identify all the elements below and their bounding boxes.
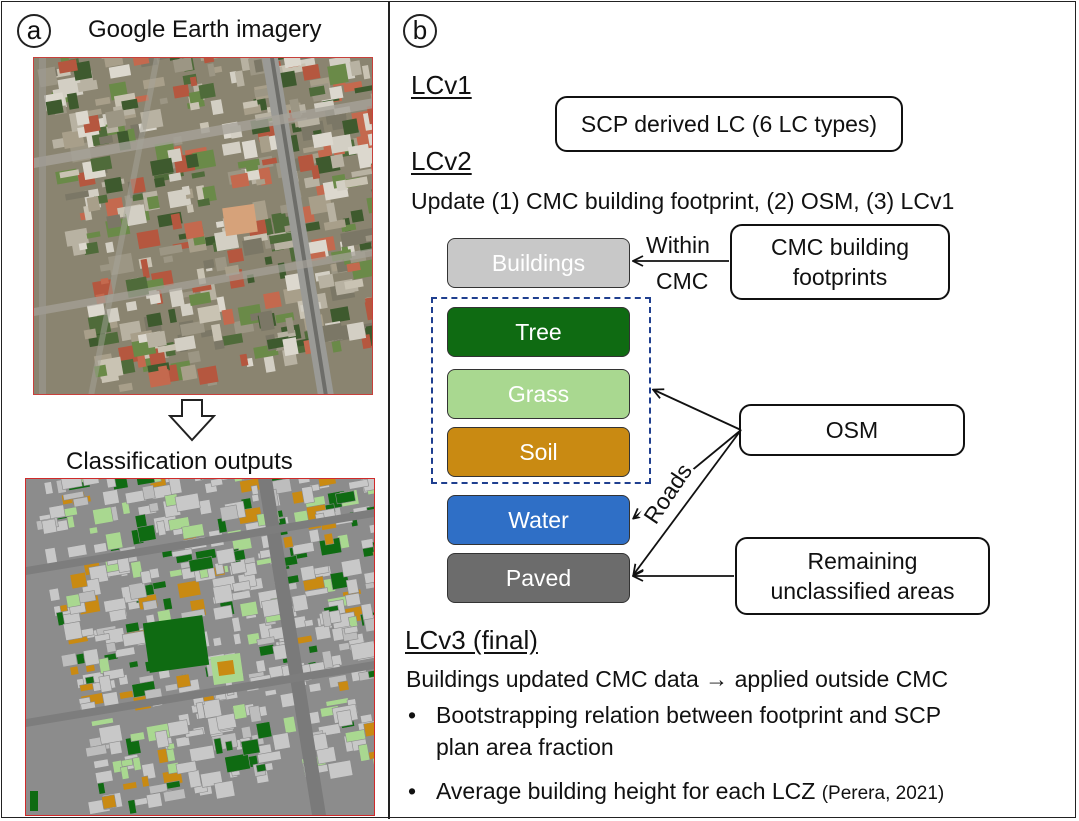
cmc-footprints-box: CMC building footprints — [730, 224, 950, 300]
cmc-box-line2: footprints — [792, 264, 888, 290]
lcv3-heading: LCv3 (final) — [405, 625, 538, 655]
osm-to-group-arrow — [654, 390, 742, 431]
within-label: Within — [646, 232, 710, 258]
remaining-box: Remaining unclassified areas — [735, 537, 990, 615]
osm-to-paved-arrow — [634, 429, 742, 574]
lcv2-heading: LCv2 — [411, 146, 472, 176]
lc-water: Water — [447, 495, 630, 545]
lc-paved-label: Paved — [505, 564, 572, 591]
remaining-line2: unclassified areas — [770, 578, 955, 604]
cmc-label: CMC — [656, 268, 709, 294]
osm-group-outline — [431, 297, 651, 484]
panel-divider — [388, 1, 390, 819]
lc-buildings-label: Buildings — [491, 249, 586, 276]
bullet-1-symbol: • — [408, 702, 417, 728]
lc-tree: Tree — [447, 307, 630, 357]
bullet-1-line1: Bootstrapping relation between footprint… — [436, 702, 942, 728]
lcv1-heading: LCv1 — [411, 70, 472, 100]
bullet-2-main: Average building height for each LCZ — [436, 778, 822, 804]
classification-title: Classification outputs — [66, 448, 293, 475]
lcv3-text: Buildings updated CMC data → applied out… — [406, 666, 949, 692]
lc-soil-label: Soil — [519, 438, 558, 465]
bullet-2-citation: (Perera, 2021) — [821, 783, 945, 804]
bullet-1-line2: plan area fraction — [436, 734, 614, 760]
down-arrow-icon — [168, 399, 216, 442]
bullet-2-symbol: • — [408, 778, 417, 804]
lc-soil: Soil — [447, 427, 630, 477]
remaining-line1: Remaining — [807, 548, 918, 574]
lc-water-label: Water — [508, 506, 569, 533]
panel-b-label: b — [403, 14, 437, 48]
lc-buildings: Buildings — [447, 238, 630, 288]
panel-a-title: Google Earth imagery — [88, 16, 322, 43]
lc-grass: Grass — [447, 369, 630, 419]
panel-a-label: a — [17, 14, 51, 48]
cmc-box-line1: CMC building — [770, 234, 910, 260]
bullet-2-text: Average building height for each LCZ (Pe… — [436, 778, 944, 805]
lc-tree-label: Tree — [515, 318, 562, 345]
lc-paved: Paved — [447, 553, 630, 603]
lcv2-update-text: Update (1) CMC building footprint, (2) O… — [411, 188, 955, 214]
lc-grass-label: Grass — [507, 380, 570, 407]
scp-box: SCP derived LC (6 LC types) — [555, 96, 903, 152]
satellite-image — [33, 57, 373, 395]
classification-map — [25, 478, 375, 816]
